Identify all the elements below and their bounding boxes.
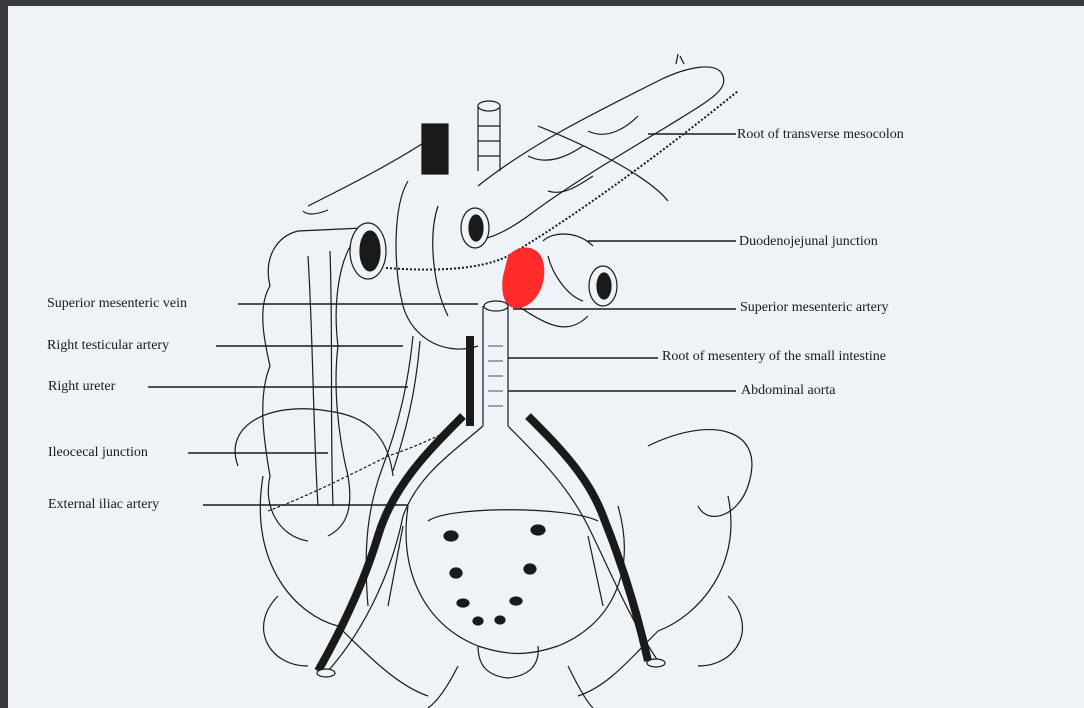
label-root-transverse-mesocolon: Root of transverse mesocolon xyxy=(737,127,904,143)
label-superior-mesenteric-vein: Superior mesenteric vein xyxy=(47,296,187,312)
label-right-testicular-artery: Right testicular artery xyxy=(47,338,169,354)
duodenum xyxy=(396,181,588,349)
mesocolon-band xyxy=(386,91,738,270)
pancreas xyxy=(463,54,724,240)
label-abdominal-aorta: Abdominal aorta xyxy=(741,383,835,399)
label-superior-mesenteric-artery: Superior mesenteric artery xyxy=(740,300,889,316)
upper-arcs xyxy=(303,126,668,214)
label-duodenojejunal-junction: Duodenojejunal junction xyxy=(739,234,878,250)
label-root-mesentery-small-intestine: Root of mesentery of the small intestine xyxy=(662,349,886,365)
ileum xyxy=(268,426,458,511)
anatomical-illustration xyxy=(8,6,1084,708)
ascending-colon xyxy=(263,223,386,541)
diagram-frame: Root of transverse mesocolon Duodenojeju… xyxy=(8,6,1084,708)
jejunum xyxy=(543,234,617,306)
aorta-ivc xyxy=(470,301,508,426)
highlight-region xyxy=(502,248,544,309)
upper-vessels xyxy=(422,101,500,174)
label-external-iliac-artery: External iliac artery xyxy=(48,497,159,513)
label-right-ureter: Right ureter xyxy=(48,379,115,395)
sacral-foramina xyxy=(444,525,545,625)
iliac-arteries xyxy=(317,416,665,677)
leader-lines xyxy=(148,134,736,505)
label-ileocecal-junction: Ileocecal junction xyxy=(48,445,148,461)
